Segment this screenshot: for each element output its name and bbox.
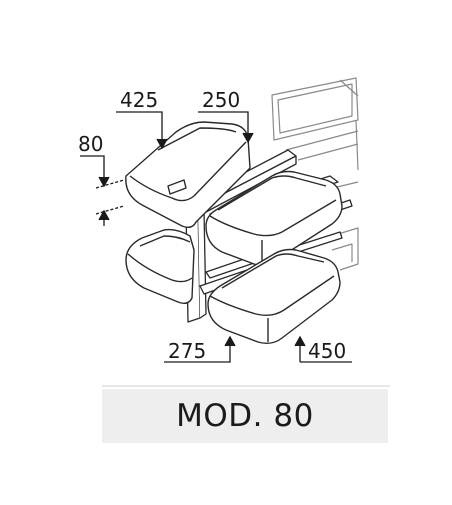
dimension-label-425: 425 xyxy=(120,88,158,112)
dimension-leaders xyxy=(80,111,352,363)
tray-lower-front xyxy=(207,248,341,345)
model-title: MOD. 80 xyxy=(176,398,314,434)
tray-lower-rear xyxy=(125,228,195,305)
tray-upper-rear xyxy=(125,121,251,229)
dimension-label-450: 450 xyxy=(308,339,346,363)
model-banner: MOD. 80 xyxy=(102,389,388,443)
dimension-label-275: 275 xyxy=(168,339,206,363)
dimension-label-250: 250 xyxy=(202,88,240,112)
tray-upper-front xyxy=(205,170,343,267)
dimension-label-80: 80 xyxy=(78,132,103,156)
